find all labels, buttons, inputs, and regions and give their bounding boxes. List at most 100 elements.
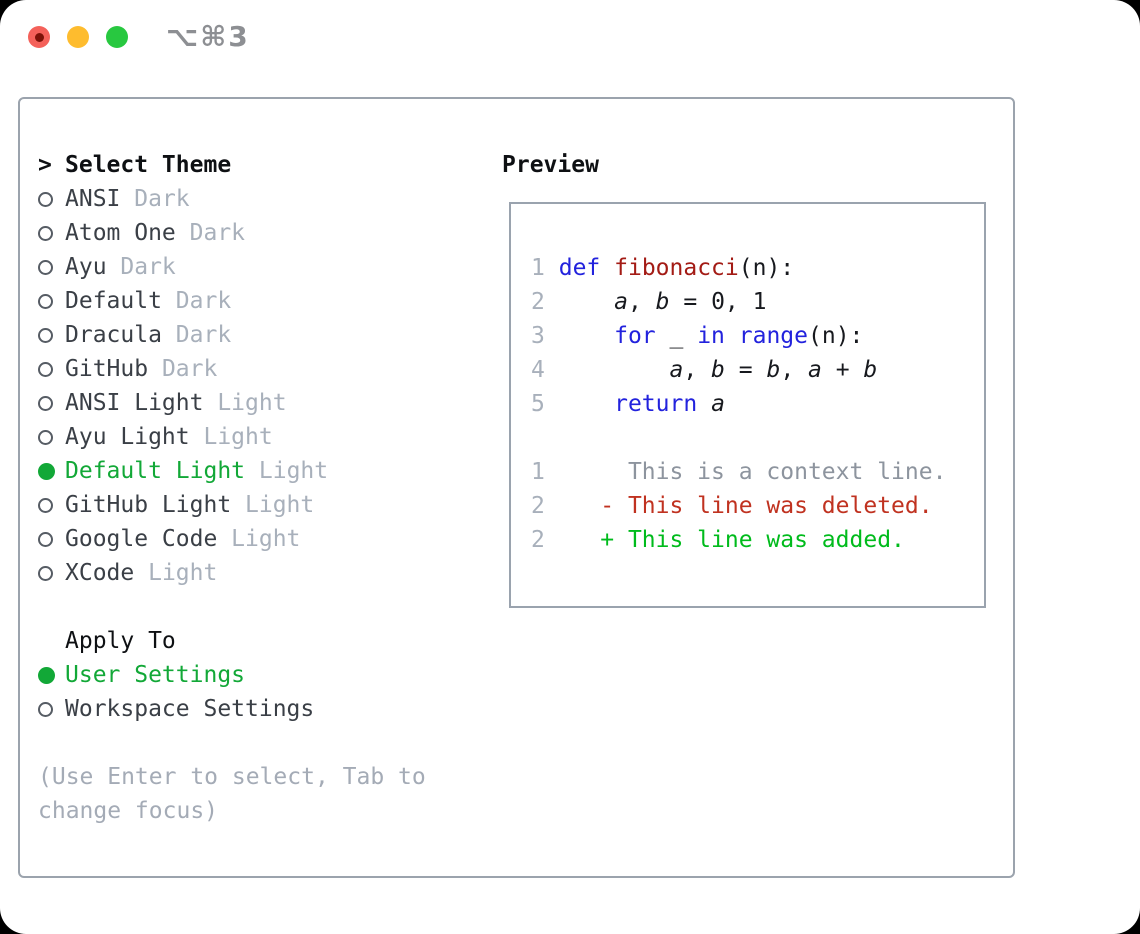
theme-name: XCode xyxy=(65,560,149,586)
theme-name: Google Code xyxy=(65,526,232,552)
code-segment: b xyxy=(863,357,878,383)
radio-icon xyxy=(38,191,65,207)
theme-item-ansi-light[interactable]: ANSI Light Light xyxy=(38,386,478,420)
code-line-3: 3 for _ in range(n): xyxy=(531,319,984,353)
hint-text-line-1: (Use Enter to select, Tab to xyxy=(38,764,426,790)
radio-icon xyxy=(38,395,65,411)
theme-variant: Dark xyxy=(175,322,232,348)
theme-name: ANSI Light xyxy=(65,390,218,416)
radio-icon xyxy=(38,327,65,343)
theme-variant: Light xyxy=(245,492,315,518)
unsaved-indicator-dot xyxy=(34,32,44,42)
theme-item-ansi[interactable]: ANSI Dark xyxy=(38,182,478,216)
selection-cursor-icon: > xyxy=(38,152,52,178)
code-segment: = 0, 1 xyxy=(669,289,767,315)
theme-name: Dracula xyxy=(65,322,176,348)
spacer-row xyxy=(38,726,478,760)
spacer-row xyxy=(38,590,478,624)
diff-deleted-line: 2 - This line was deleted. xyxy=(531,489,984,523)
apply-to-title: Apply To xyxy=(65,628,176,654)
theme-name: Ayu xyxy=(65,254,121,280)
code-segment: This is a context line. xyxy=(544,459,947,485)
apply-to-header: Apply To xyxy=(38,624,478,658)
code-segment: in xyxy=(697,323,725,349)
zoom-button[interactable] xyxy=(106,26,128,48)
window-title: ⌥⌘3 xyxy=(166,20,250,53)
close-button[interactable] xyxy=(28,26,50,48)
diff-added-line: 2 + This line was added. xyxy=(531,523,984,557)
theme-variant: Light xyxy=(217,390,287,416)
code-segment: a xyxy=(669,357,684,383)
apply-option-workspace-settings[interactable]: Workspace Settings xyxy=(38,692,478,726)
theme-item-ayu-light[interactable]: Ayu Light Light xyxy=(38,420,478,454)
theme-variant: Light xyxy=(148,560,218,586)
radio-icon xyxy=(38,259,65,275)
code-segment: fibonacci xyxy=(614,255,739,281)
theme-name: GitHub xyxy=(65,356,162,382)
code-segment: = xyxy=(724,357,767,383)
theme-item-dracula[interactable]: Dracula Dark xyxy=(38,318,478,352)
theme-item-ayu[interactable]: Ayu Dark xyxy=(38,250,478,284)
theme-name: Atom One xyxy=(65,220,190,246)
code-segment: + xyxy=(821,357,864,383)
code-segment: a xyxy=(711,391,725,417)
code-segment: for xyxy=(614,323,656,349)
radio-selected-icon xyxy=(38,462,65,480)
preview-title: Preview xyxy=(502,152,599,178)
code-segment: (n): xyxy=(738,255,795,281)
theme-variant: Dark xyxy=(189,220,246,246)
code-segment: def xyxy=(558,255,601,281)
radio-icon xyxy=(38,531,65,547)
line-number: 5 xyxy=(531,391,545,417)
theme-item-github-light[interactable]: GitHub Light Light xyxy=(38,488,478,522)
theme-item-google-code[interactable]: Google Code Light xyxy=(38,522,478,556)
main-panel xyxy=(18,97,1015,878)
theme-item-atom-one[interactable]: Atom One Dark xyxy=(38,216,478,250)
theme-item-github[interactable]: GitHub Dark xyxy=(38,352,478,386)
theme-name: Ayu Light xyxy=(65,424,204,450)
theme-name: Default xyxy=(65,288,176,314)
code-segment xyxy=(545,357,670,383)
code-line-2: 2 a, b = 0, 1 xyxy=(531,285,984,319)
code-segment: range xyxy=(738,323,809,349)
line-number: 1 xyxy=(531,255,545,281)
blank-line xyxy=(531,421,984,455)
line-number: 4 xyxy=(531,357,545,383)
code-segment: a xyxy=(808,357,822,383)
line-number: 1 xyxy=(531,459,545,485)
code-segment xyxy=(600,255,614,281)
theme-variant: Dark xyxy=(120,254,176,280)
theme-item-xcode[interactable]: XCode Light xyxy=(38,556,478,590)
code-segment xyxy=(545,391,614,417)
code-segment: a xyxy=(614,289,628,315)
radio-icon xyxy=(38,701,65,717)
theme-list-title: Select Theme xyxy=(65,152,232,178)
theme-item-default-light[interactable]: Default Light Light xyxy=(38,454,478,488)
radio-icon xyxy=(38,293,65,309)
code-segment: - This line was deleted. xyxy=(544,493,933,519)
minimize-button[interactable] xyxy=(67,26,89,48)
code-line-1: 1 def fibonacci(n): xyxy=(531,251,984,285)
hint-text-line-2: change focus) xyxy=(38,798,219,824)
theme-variant: Light xyxy=(258,458,329,484)
line-number: 2 xyxy=(531,289,545,315)
code-segment xyxy=(697,391,711,417)
code-segment xyxy=(725,323,739,349)
theme-variant: Dark xyxy=(134,186,190,212)
radio-icon xyxy=(38,361,65,377)
apply-option-label: Workspace Settings xyxy=(65,696,315,722)
radio-icon xyxy=(38,429,65,445)
apply-option-user-settings[interactable]: User Settings xyxy=(38,658,478,692)
code-line-4: 4 a, b = b, a + b xyxy=(531,353,984,387)
line-number: 2 xyxy=(531,527,545,553)
theme-item-default[interactable]: Default Dark xyxy=(38,284,478,318)
code-line-5: 5 return a xyxy=(531,387,984,421)
theme-name: GitHub Light xyxy=(65,492,246,518)
theme-variant: Light xyxy=(231,526,301,552)
code-segment: b xyxy=(655,289,670,315)
